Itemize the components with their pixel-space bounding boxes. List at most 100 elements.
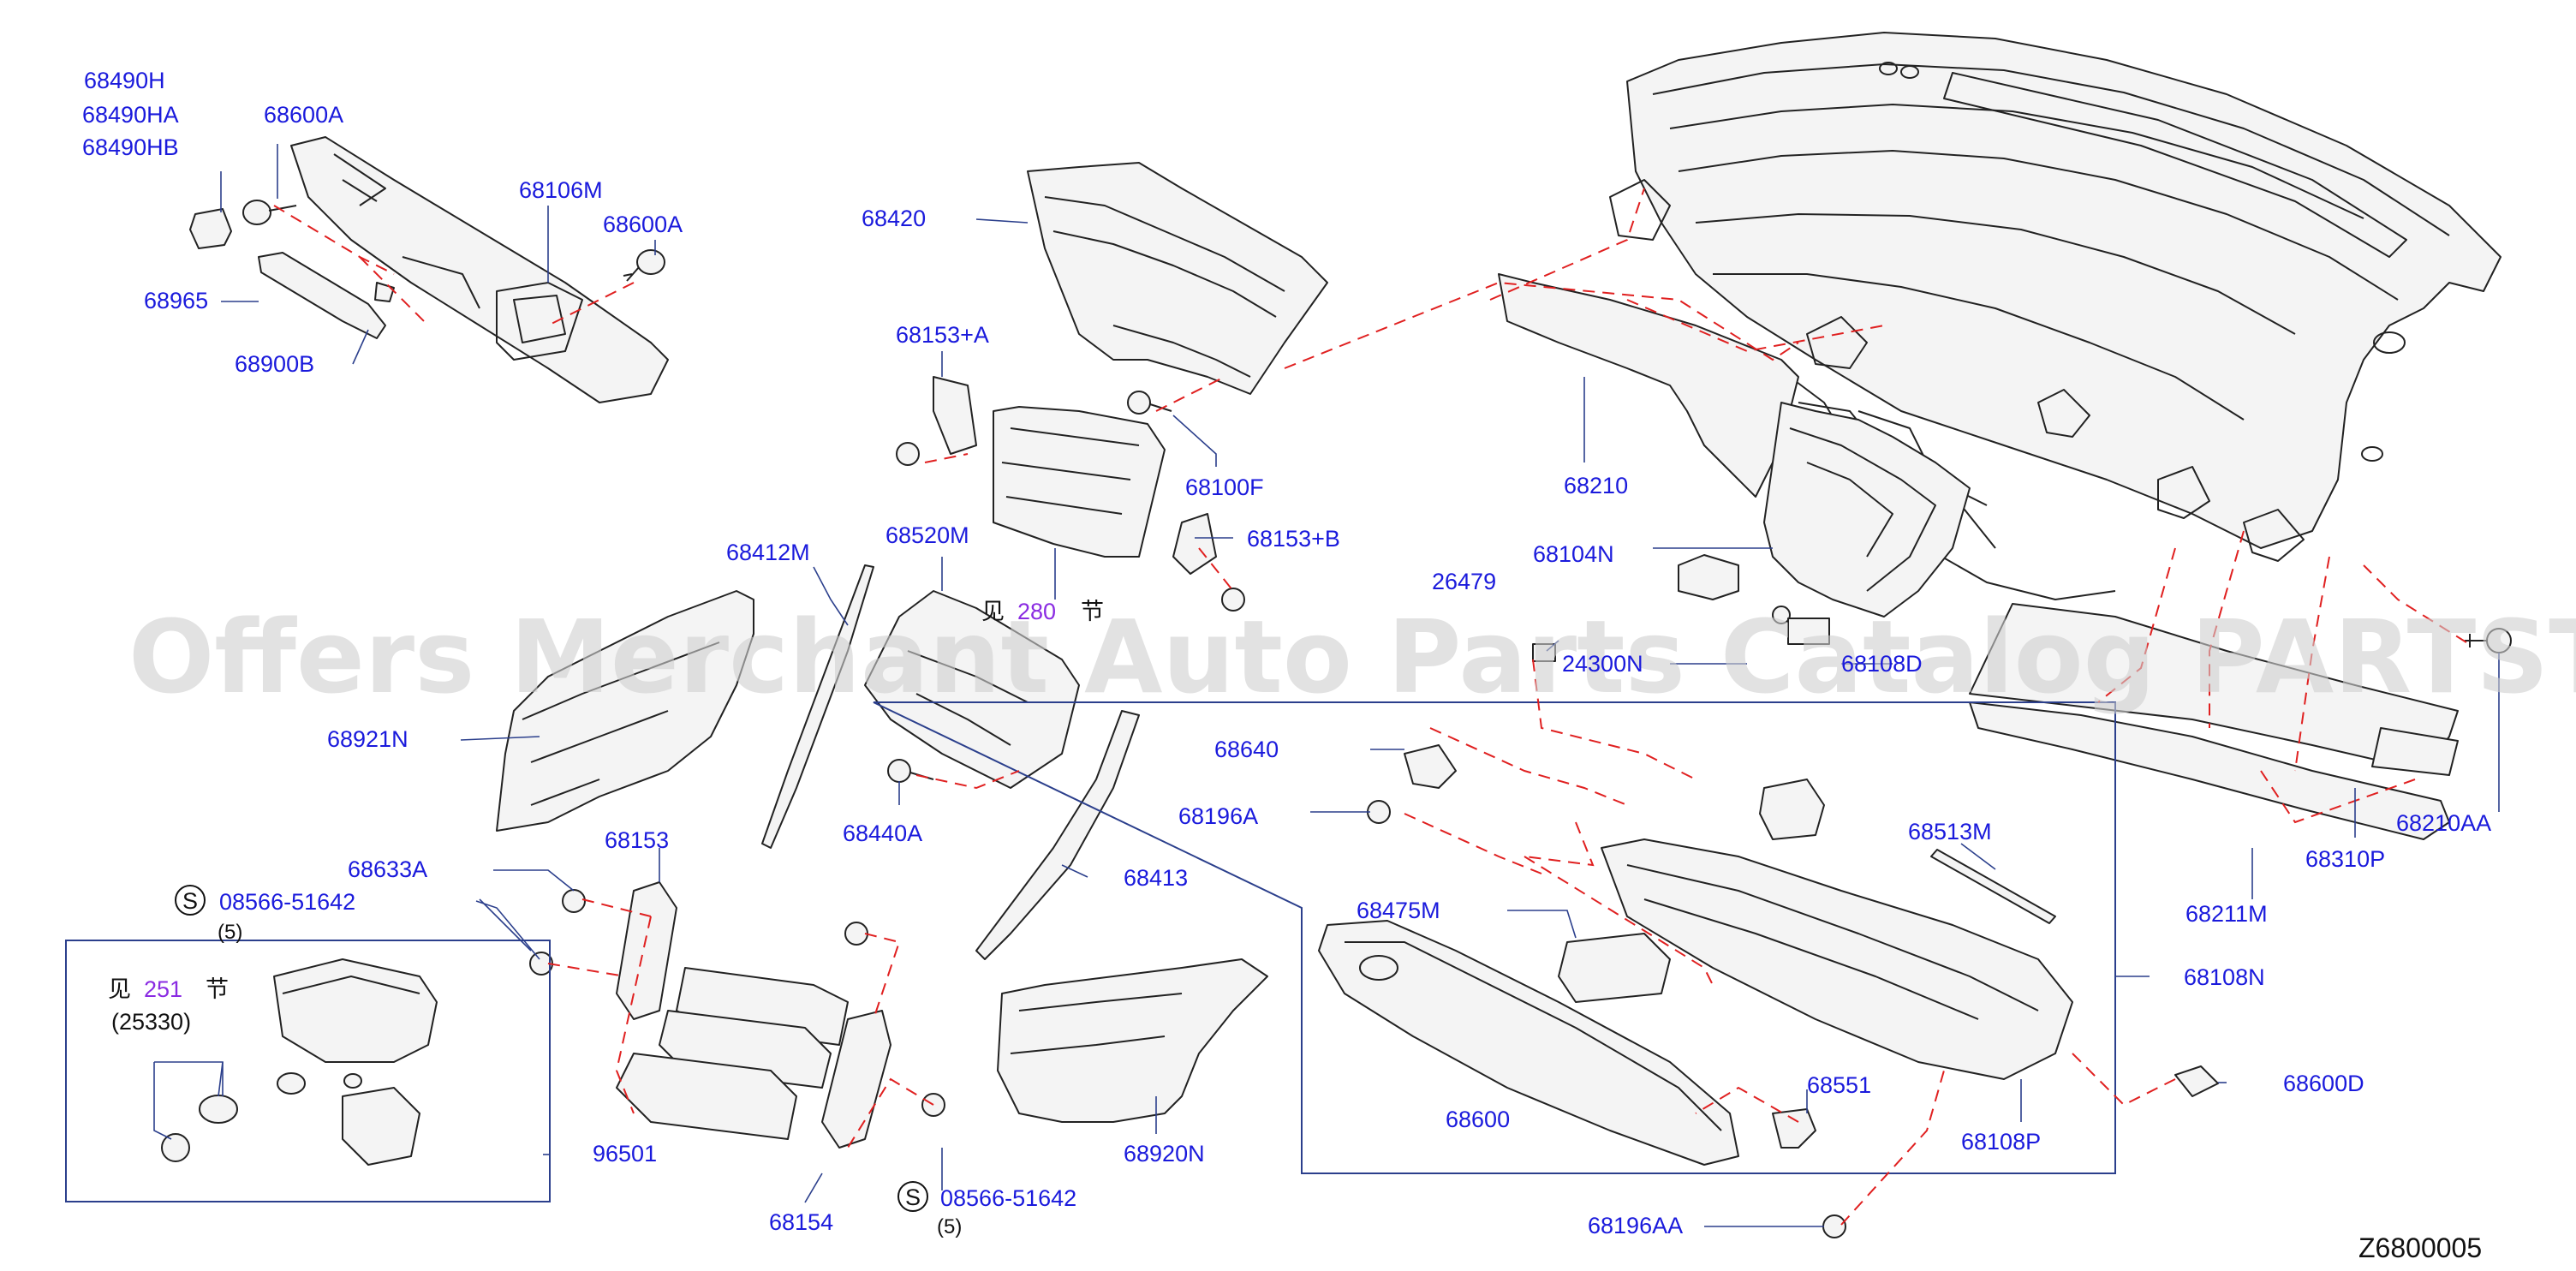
label-68900b[interactable]: 68900B bbox=[235, 351, 314, 377]
part-68153a-shape bbox=[896, 376, 977, 466]
part-68921n-shape bbox=[496, 590, 754, 832]
part-68600a-shape bbox=[242, 200, 297, 225]
part-68600d-shape bbox=[2174, 1065, 2219, 1097]
part-68965-shape bbox=[258, 252, 386, 339]
label-68600d[interactable]: 68600D bbox=[2283, 1071, 2364, 1096]
part-68106m-shape bbox=[290, 136, 669, 403]
label-68211m[interactable]: 68211M bbox=[2185, 901, 2268, 927]
part-latch-shape bbox=[1759, 779, 1825, 840]
screw-08566-51642-top[interactable]: S 08566-51642 (5) bbox=[175, 885, 355, 944]
label-08566-51642: 08566-51642 bbox=[219, 889, 355, 915]
ref-section-251: 251 bbox=[144, 976, 182, 1002]
label-68153b[interactable]: 68153+B bbox=[1247, 526, 1340, 552]
label-68633a[interactable]: 68633A bbox=[348, 856, 427, 882]
label-68153a[interactable]: 68153+A bbox=[896, 322, 989, 348]
part-68196aa-shape bbox=[1822, 1214, 1846, 1238]
part-68104n-clip-shape bbox=[1678, 554, 1791, 624]
ref-see-280[interactable]: 见 280 节 bbox=[981, 599, 1104, 624]
part-68211m-shape bbox=[1969, 701, 2450, 840]
part-68412m-shape bbox=[761, 564, 874, 849]
label-26479[interactable]: 26479 bbox=[1432, 569, 1496, 594]
label-68154[interactable]: 68154 bbox=[769, 1209, 833, 1235]
label-08566-51642-2: 08566-51642 bbox=[940, 1185, 1076, 1211]
part-68520m-shape bbox=[864, 590, 1080, 789]
label-68551[interactable]: 68551 bbox=[1807, 1072, 1871, 1098]
part-68108d-shape bbox=[1787, 618, 1830, 645]
label-68490h[interactable]: 68490H bbox=[84, 68, 165, 93]
label-68475m[interactable]: 68475M bbox=[1357, 898, 1440, 923]
part-68600-shape bbox=[1318, 920, 1739, 1166]
label-68440a[interactable]: 68440A bbox=[843, 820, 922, 846]
label-68153[interactable]: 68153 bbox=[605, 827, 669, 853]
diagram-code: Z6800005 bbox=[2358, 1232, 2482, 1263]
ref-section-suffix: 节 bbox=[1081, 599, 1104, 624]
label-68413[interactable]: 68413 bbox=[1124, 865, 1188, 891]
watermark-text: Offers Merchant Auto Parts Catalog PARTS… bbox=[128, 598, 2576, 716]
label-68310p[interactable]: 68310P bbox=[2305, 846, 2385, 872]
label-68965[interactable]: 68965 bbox=[144, 288, 208, 313]
label-68108p[interactable]: 68108P bbox=[1961, 1129, 2041, 1155]
qty-5-top: (5) bbox=[218, 921, 242, 944]
part-68196a-shape bbox=[1367, 800, 1391, 824]
label-68210aa[interactable]: 68210AA bbox=[2396, 810, 2491, 836]
part-68475m-shape bbox=[1558, 933, 1671, 1003]
dashboard-panel bbox=[1609, 32, 2501, 600]
label-68196a[interactable]: 68196A bbox=[1178, 803, 1258, 829]
part-68310p-shape bbox=[1969, 603, 2459, 776]
leader-lines bbox=[153, 144, 2500, 1227]
part-68108n-shape bbox=[1601, 838, 2073, 1080]
ref-see-251[interactable]: 见 251 节 (25330) bbox=[108, 976, 229, 1035]
label-68108d[interactable]: 68108D bbox=[1841, 651, 1923, 677]
part-68490h-shape bbox=[189, 208, 232, 249]
label-68420[interactable]: 68420 bbox=[862, 206, 926, 231]
label-68104n[interactable]: 68104N bbox=[1533, 541, 1614, 567]
part-68413-shape bbox=[975, 710, 1140, 960]
part-96501-shape bbox=[161, 958, 438, 1166]
part-68420-shape bbox=[1027, 162, 1328, 395]
label-68210[interactable]: 68210 bbox=[1564, 473, 1628, 498]
label-68490hb[interactable]: 68490HB bbox=[82, 134, 179, 160]
label-96501[interactable]: 96501 bbox=[593, 1141, 657, 1167]
label-68108n[interactable]: 68108N bbox=[2184, 964, 2265, 990]
part-68920n-shape bbox=[997, 958, 1268, 1123]
part-68640-shape bbox=[1404, 744, 1457, 789]
ref-see-prefix: 见 bbox=[981, 599, 1005, 624]
label-68196aa[interactable]: 68196AA bbox=[1588, 1213, 1683, 1238]
screw-symbol-circle-2 bbox=[897, 1181, 928, 1212]
label-68920n[interactable]: 68920N bbox=[1124, 1141, 1205, 1167]
label-68520m[interactable]: 68520M bbox=[886, 522, 969, 548]
part-68900b-shape bbox=[374, 282, 395, 302]
part-68210-shape bbox=[1498, 273, 1799, 498]
label-68600[interactable]: 68600 bbox=[1446, 1107, 1510, 1132]
part-68104n-shape bbox=[1763, 402, 1971, 618]
label-68412m[interactable]: 68412M bbox=[726, 540, 810, 565]
ref-see-prefix-2: 见 bbox=[108, 976, 131, 1002]
ref-section-suffix-2: 节 bbox=[206, 976, 229, 1002]
label-68600a[interactable]: 68600A bbox=[264, 102, 343, 128]
part-68600a-2-shape bbox=[623, 249, 665, 282]
ref-section-280: 280 bbox=[1017, 599, 1056, 624]
label-68513m[interactable]: 68513M bbox=[1908, 819, 1992, 844]
part-labels: 68490H 68490HA 68490HB 68600A 68106M 686… bbox=[82, 68, 2491, 1238]
part-68440a-shape bbox=[887, 759, 934, 783]
label-68640[interactable]: 68640 bbox=[1214, 737, 1279, 762]
label-24300n[interactable]: 24300N bbox=[1562, 651, 1643, 677]
qty-5-bottom: (5) bbox=[937, 1215, 962, 1238]
part-68513m-shape bbox=[1930, 849, 2056, 924]
label-68100f[interactable]: 68100F bbox=[1185, 474, 1264, 500]
group-frame-68108n bbox=[873, 701, 2116, 1174]
part-68153b-shape bbox=[1172, 513, 1245, 612]
assembly-lines bbox=[273, 188, 2467, 1226]
label-68600a-2[interactable]: 68600A bbox=[603, 212, 683, 237]
part-audio-unit-280-shape bbox=[993, 406, 1166, 558]
label-68106m[interactable]: 68106M bbox=[519, 177, 603, 203]
part-68100f-shape bbox=[1127, 391, 1172, 415]
part-68153-shape bbox=[529, 881, 677, 1020]
screw-08566-51642-bottom[interactable]: S 08566-51642 (5) bbox=[897, 1181, 1076, 1238]
screw-symbol-2: S bbox=[905, 1184, 921, 1210]
label-68490ha[interactable]: 68490HA bbox=[82, 102, 179, 128]
screw-symbol-circle bbox=[175, 885, 206, 916]
label-68921n[interactable]: 68921N bbox=[327, 726, 408, 752]
part-68154-shape bbox=[821, 922, 945, 1149]
